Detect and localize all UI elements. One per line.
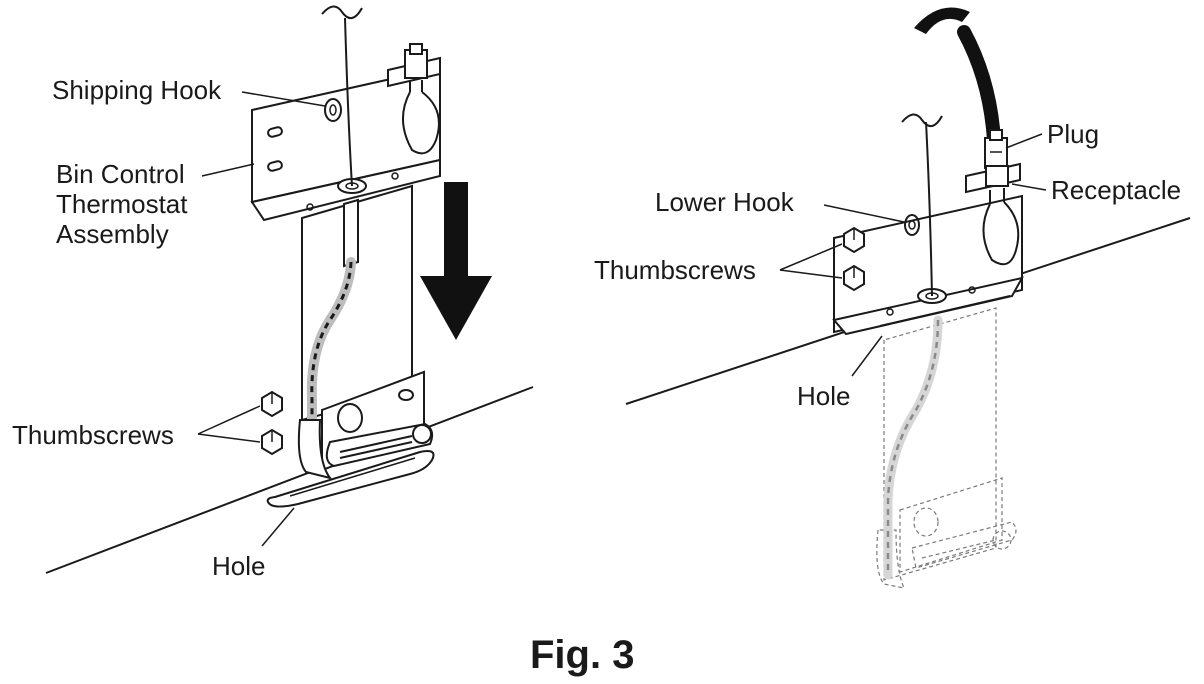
hole-inner-edge [289, 457, 416, 497]
thumbscrew-icon [843, 226, 865, 254]
sensor-clamp [297, 370, 434, 480]
thumbscrew-icon [261, 428, 283, 456]
capillary-sleeve [343, 198, 359, 268]
right-thumbscrews-label: Thumbscrews [594, 255, 756, 285]
lower-hook [904, 214, 920, 236]
shipping-hook-label: Shipping Hook [52, 75, 222, 105]
down-arrow [420, 182, 492, 340]
figure-caption: Fig. 3 [530, 633, 634, 677]
left-thumbscrews-label: Thumbscrews [12, 420, 174, 450]
receptacle-label: Receptacle [1051, 175, 1181, 205]
capillary-wire [344, 17, 353, 187]
bin-edge-line [45, 386, 534, 574]
shipping-hook [324, 98, 342, 122]
hidden-thermostat [876, 307, 1017, 589]
power-cord [957, 25, 1001, 147]
receptacle-icon [965, 162, 1021, 266]
thumbscrew-icon [261, 390, 283, 418]
bin-control-label-line1: Bin Control [56, 159, 185, 189]
cord-break-mark [914, 7, 970, 34]
hole-slot [266, 450, 435, 508]
right-panel: Plug Receptacle Lower Hook Thumbscrews H… [594, 7, 1191, 589]
left-receptacle [387, 43, 441, 155]
bin-control-label-line3: Assembly [56, 219, 169, 249]
left-hole-label: Hole [212, 551, 265, 581]
plug-label: Plug [1047, 119, 1099, 149]
bin-control-label-line2: Thermostat [56, 189, 188, 219]
right-break-mark [901, 113, 943, 127]
right-capillary-wire [925, 121, 933, 297]
thumbscrew-icon [843, 264, 865, 292]
break-mark [321, 5, 363, 19]
left-panel: Shipping Hook Bin Control Thermostat Ass… [12, 5, 534, 581]
lower-hook-label: Lower Hook [655, 187, 795, 217]
right-hole-label: Hole [797, 381, 850, 411]
